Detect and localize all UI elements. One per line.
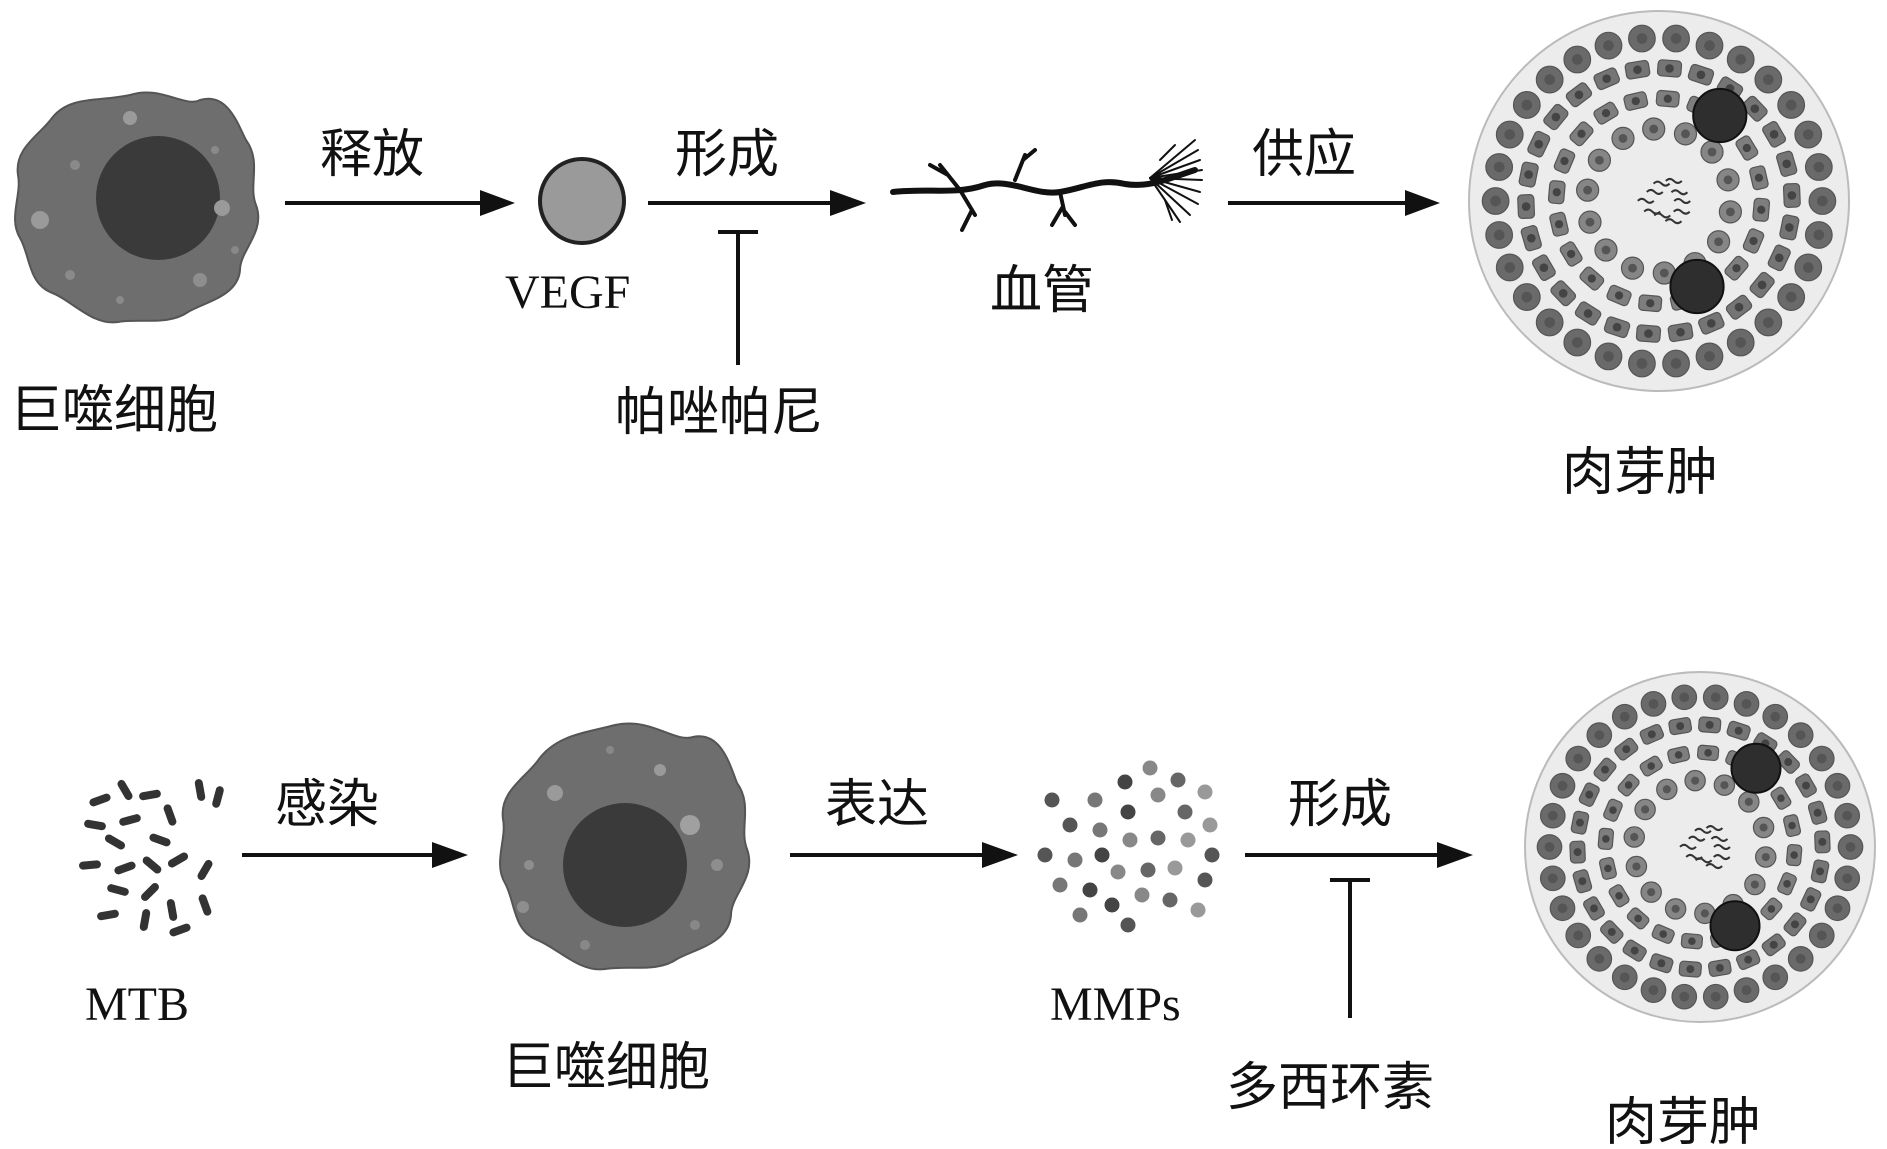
- release-arrowhead: [480, 190, 515, 216]
- form-arrowhead: [1437, 842, 1473, 868]
- supply-arrowhead: [1405, 190, 1440, 216]
- macrophage-icon: [14, 91, 260, 324]
- form-label: 形成: [675, 125, 779, 185]
- macrophage-label: 巨噬细胞: [502, 1038, 710, 1098]
- infect-label: 感染: [275, 775, 379, 835]
- mtb-bacteria-icon: [79, 779, 224, 937]
- vegf-icon: [538, 157, 626, 245]
- express-arrowhead: [982, 842, 1018, 868]
- inhibitor-label: 帕唑帕尼: [615, 383, 823, 443]
- macrophage-icon: [499, 722, 751, 971]
- mmps-label: MMPs: [1050, 978, 1181, 1031]
- granuloma-icon: [1468, 10, 1850, 392]
- inhibitor-label: 多西环素: [1226, 1058, 1434, 1118]
- mtb-label: MTB: [85, 978, 189, 1031]
- vessel-label: 血管: [990, 261, 1094, 321]
- granuloma-label: 肉芽肿: [1562, 443, 1718, 503]
- express-label: 表达: [825, 775, 929, 835]
- macrophage-label: 巨噬细胞: [10, 381, 218, 441]
- blood-vessel-icon: [890, 139, 1203, 232]
- granuloma-icon: [1524, 671, 1876, 1023]
- form-arrowhead: [830, 190, 866, 216]
- release-label: 释放: [320, 125, 424, 185]
- mmps-icon: [1037, 760, 1220, 933]
- infect-arrowhead: [432, 842, 468, 868]
- granuloma-label: 肉芽肿: [1605, 1093, 1761, 1149]
- form-label: 形成: [1288, 775, 1392, 835]
- vegf-label: VEGF: [505, 266, 630, 319]
- supply-label: 供应: [1252, 125, 1356, 185]
